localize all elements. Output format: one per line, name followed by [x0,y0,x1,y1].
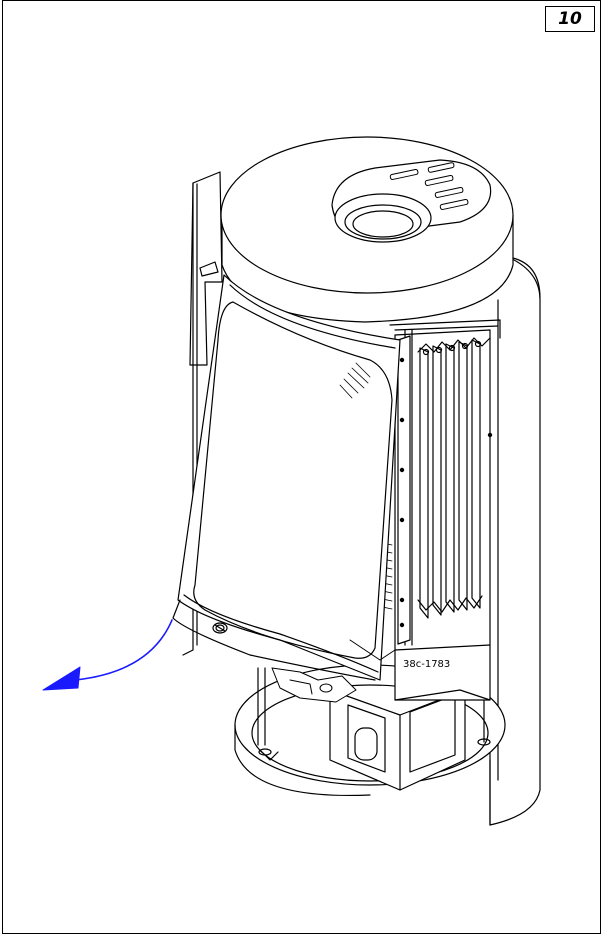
vent-slots [389,162,469,210]
left-rear-shell-panel [182,171,223,656]
door-handle-knob [212,622,228,634]
flue-outlet [331,159,492,243]
page-number: 10 [558,9,582,29]
reference-code-label: 38c-1783 [403,659,450,670]
right-rear-shell-panel [489,257,541,826]
glass-reflection-lines [339,362,371,399]
glass-door-panel [172,274,401,681]
heat-exchanger-fins [417,337,491,619]
door-frame-rail [397,335,493,645]
page-number-box: 10 [545,6,595,32]
door-hinge-mechanism [271,639,396,703]
pedestal-box [257,667,466,791]
open-direction-arrow [42,619,173,691]
